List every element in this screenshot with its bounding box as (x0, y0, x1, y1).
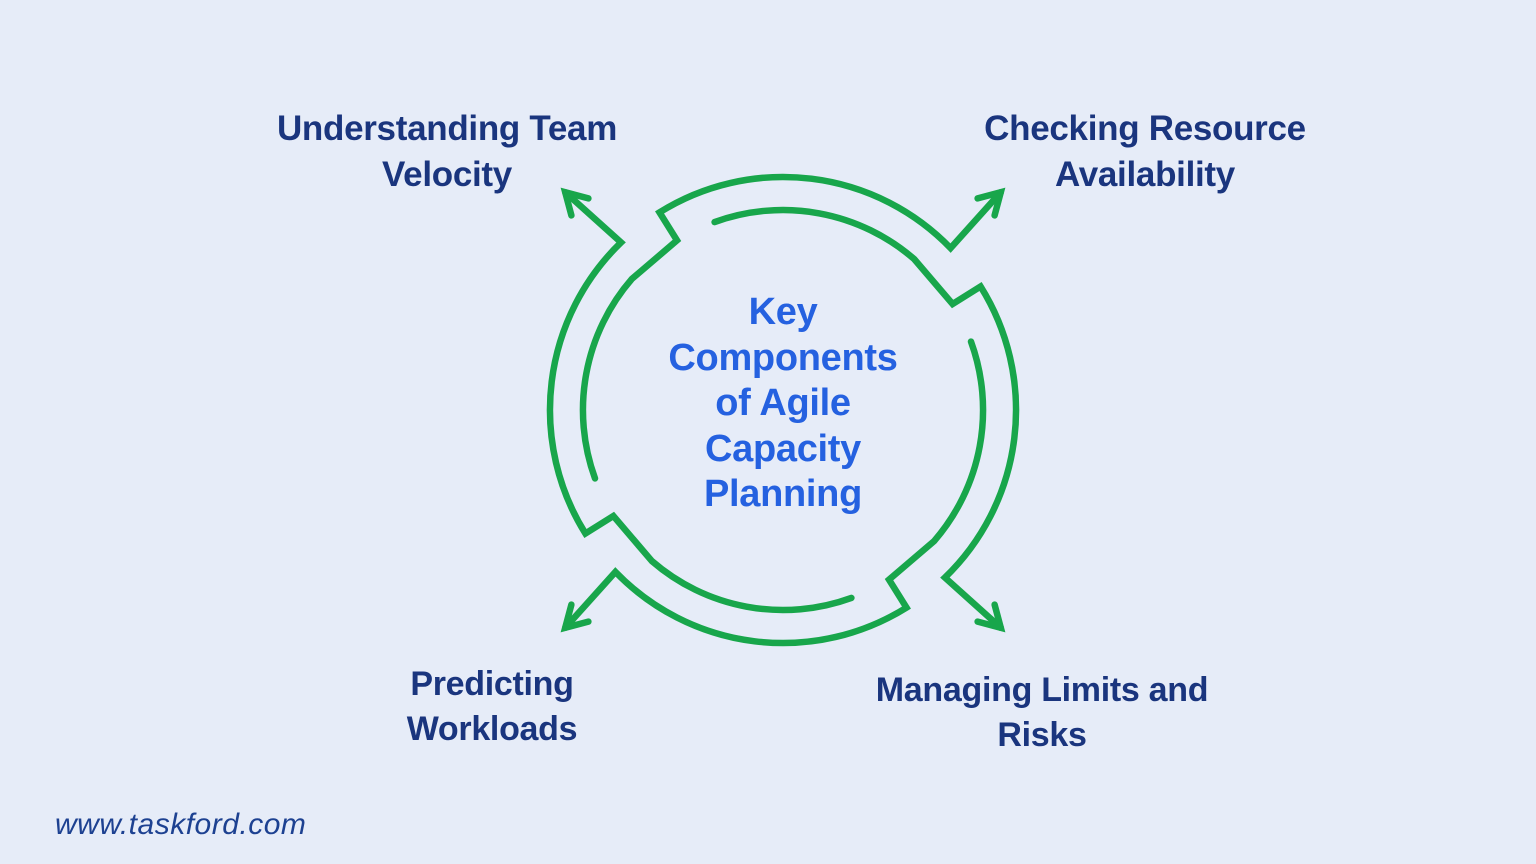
cycle-segment-top (579, 173, 1005, 482)
node-label-bottom-left: Predicting Workloads (406, 665, 578, 748)
diagram-center-title: Key Components of Agile Capacity Plannin… (668, 291, 898, 516)
arrowhead-ne-icon (974, 187, 1006, 219)
arrowhead-sw-icon (560, 601, 592, 633)
cycle-segment-bottom (561, 338, 987, 647)
node-label-top-left: Understanding Team Velocity (276, 109, 618, 194)
website-url: www.taskford.com (55, 808, 307, 841)
cycle-segment-right (711, 206, 1020, 632)
arrowhead-se-icon (974, 601, 1006, 633)
node-label-top-right: Checking Resource Availability (984, 109, 1306, 194)
cycle-segment-left (546, 188, 855, 614)
arrowhead-nw-icon (560, 187, 592, 219)
node-label-bottom-right: Managing Limits and Risks (875, 671, 1209, 754)
